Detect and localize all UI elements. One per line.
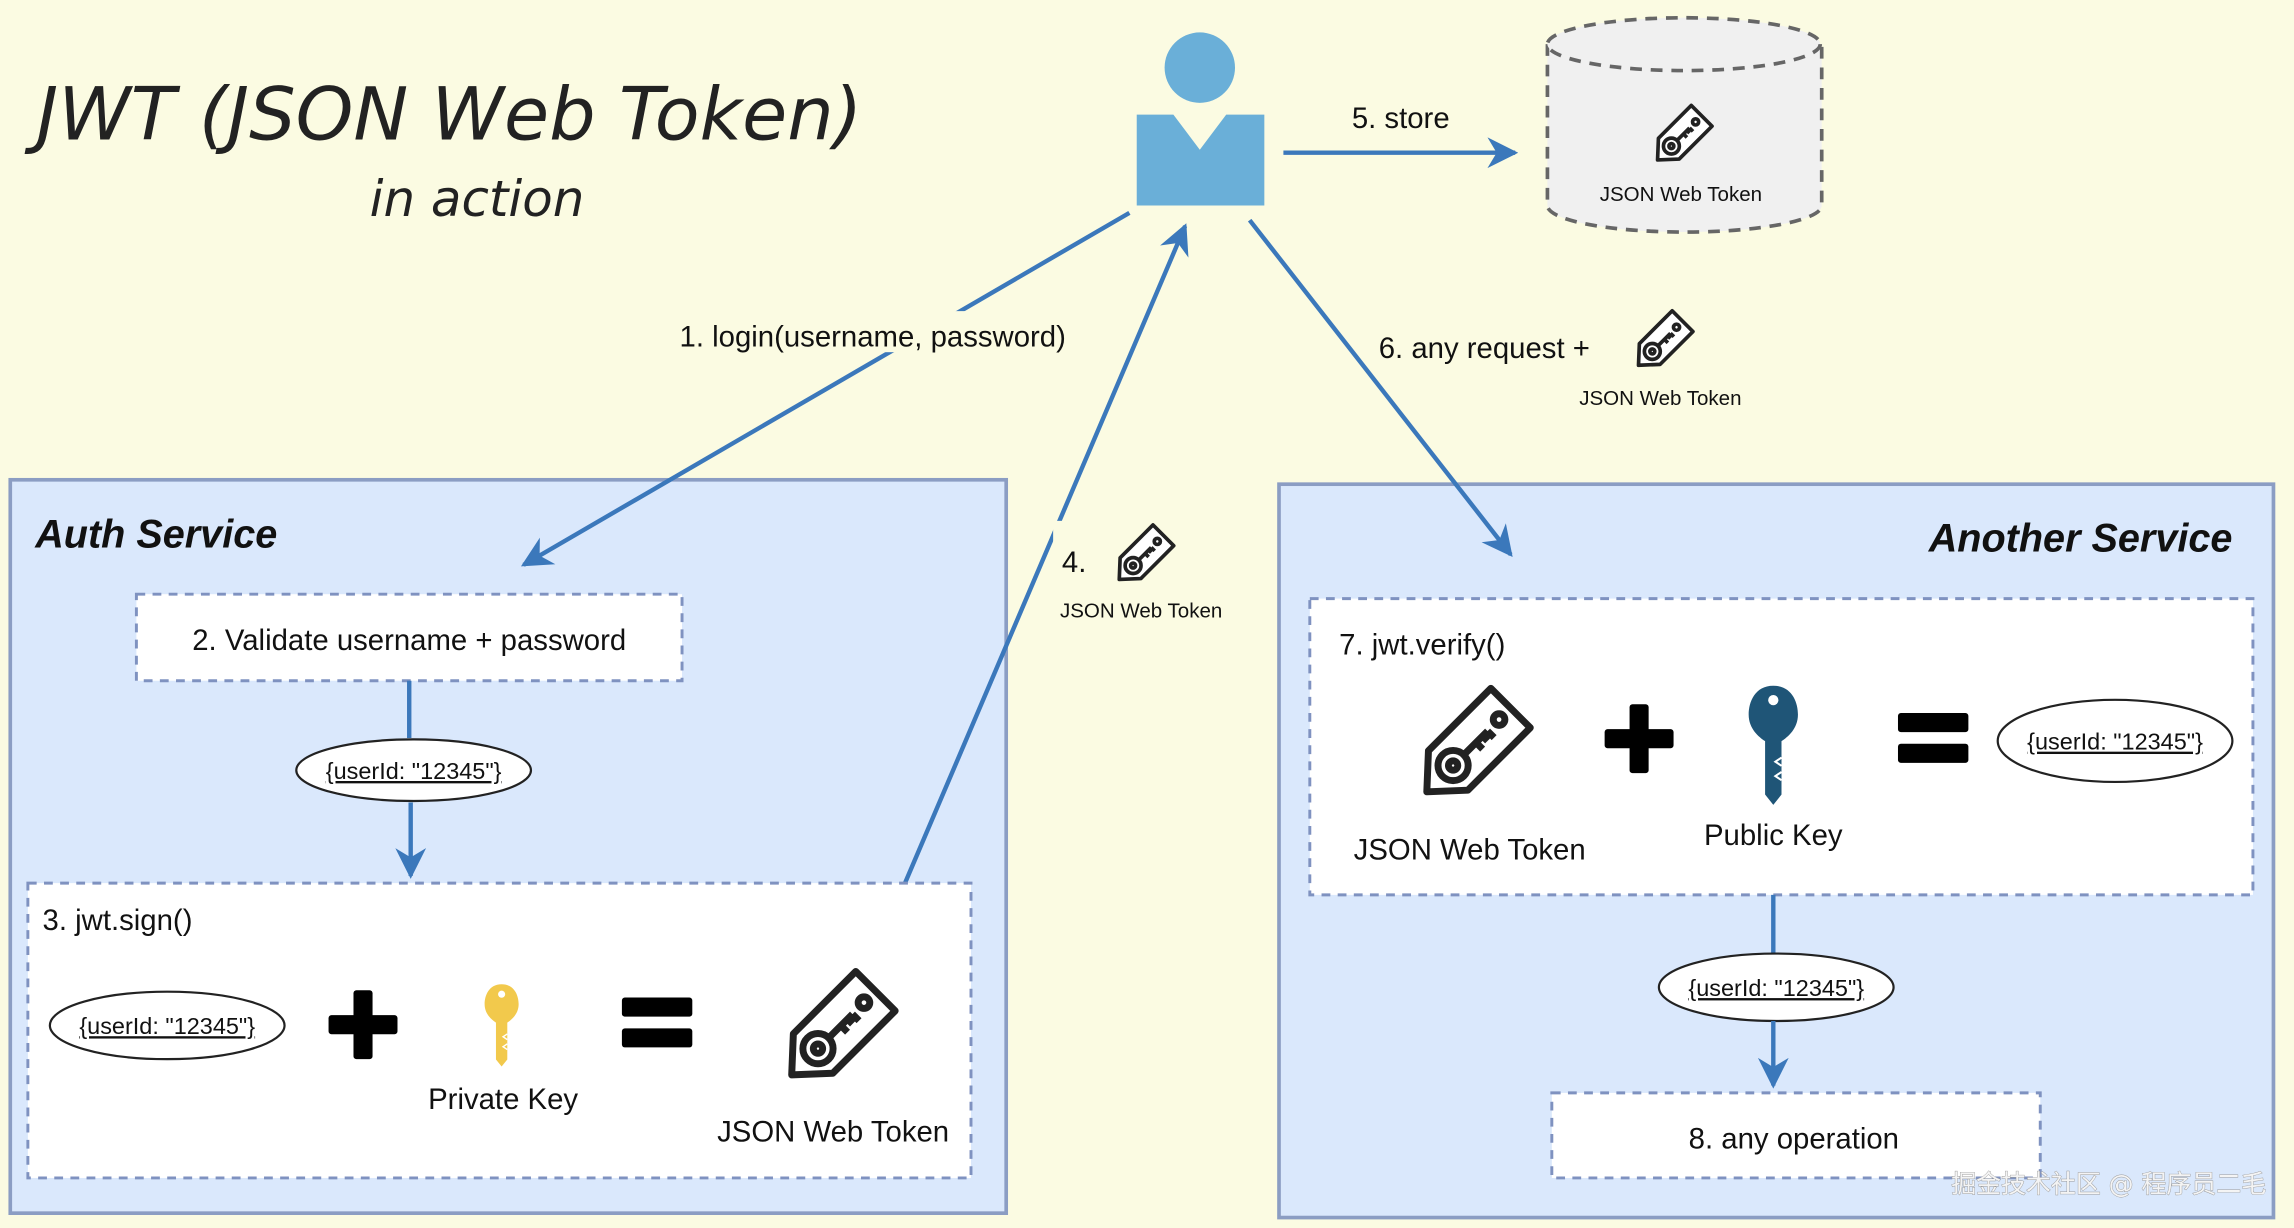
user-icon <box>1136 32 1265 206</box>
diagram-subtitle: in action <box>370 170 585 228</box>
login-label: 1. login(username, password) <box>680 320 1066 353</box>
verified-payload-ellipse <box>1657 952 1895 1023</box>
operation-step-label: 8. any operation <box>1689 1123 1899 1156</box>
return-token-caption: JSON Web Token <box>1060 600 1222 623</box>
request-arrow <box>1247 218 1513 558</box>
store-label: 5. store <box>1352 102 1450 135</box>
operation-step-box <box>1550 1091 2042 1180</box>
equals-icon <box>621 997 693 1048</box>
diagram-title: JWT (JSON Web Token) <box>24 73 863 158</box>
validate-step-label: 2. Validate username + password <box>192 624 626 657</box>
watermark: 掘金技术社区 @ 程序员二毛 <box>1951 1170 2266 1199</box>
return-token-label: 4. <box>1062 546 1086 579</box>
sign-token-label: JSON Web Token <box>717 1115 949 1148</box>
login-arrow <box>520 210 1131 567</box>
verify-result-ellipse <box>1996 698 2234 784</box>
verify-token-label: JSON Web Token <box>1354 834 1586 867</box>
storage-token-label: JSON Web Token <box>1600 183 1762 206</box>
public-key-label: Public Key <box>1704 819 1843 852</box>
verify-step-label: 7. jwt.verify() <box>1339 628 1505 661</box>
validate-step-box <box>134 592 684 683</box>
another-service-title: Another Service <box>1928 517 2233 561</box>
payload-label: {userId: "12345"} <box>326 758 502 784</box>
verified-payload-label: {userId: "12345"} <box>1688 975 1864 1001</box>
request-label: 6. any request + <box>1379 332 1590 365</box>
equals-icon <box>1897 713 1969 763</box>
sign-payload-ellipse <box>48 990 286 1061</box>
verify-result-label: {userId: "12345"} <box>2027 729 2203 755</box>
return-token-arrow <box>902 223 1189 885</box>
payload-ellipse <box>295 738 533 803</box>
plus-icon <box>1604 704 1674 774</box>
private-key-label: Private Key <box>428 1083 578 1116</box>
auth-service-title: Auth Service <box>34 512 277 556</box>
sign-payload-label: {userId: "12345"} <box>79 1013 255 1039</box>
plus-icon <box>328 990 398 1060</box>
sign-step-label: 3. jwt.sign() <box>43 904 193 937</box>
request-token-caption: JSON Web Token <box>1579 387 1741 410</box>
